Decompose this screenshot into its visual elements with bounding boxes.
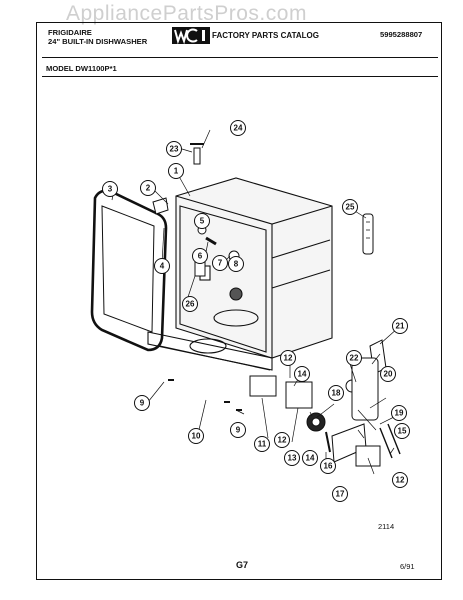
callout-label: 17 xyxy=(336,490,345,499)
callout-label: 20 xyxy=(384,370,393,379)
exploded-parts-diagram: 1 2 3 4 5 6 7 8 9 9 10 11 12 12 xyxy=(90,120,410,502)
callout-label: 26 xyxy=(186,300,195,309)
brand-name: FRIGIDAIRE xyxy=(48,28,92,37)
catalog-title: FACTORY PARTS CATALOG xyxy=(212,31,319,40)
callout-label: 10 xyxy=(192,432,201,441)
callout-label: 12 xyxy=(278,436,287,445)
callout-label: 3 xyxy=(108,185,113,194)
callout-label: 13 xyxy=(288,454,297,463)
door-gasket xyxy=(90,189,168,352)
callout-label: 21 xyxy=(396,322,405,331)
header-rule-top xyxy=(42,57,438,58)
page-border xyxy=(36,22,442,580)
callout-labels: 1 2 3 4 5 6 7 8 9 9 10 11 12 12 xyxy=(102,120,410,502)
catalog-date: 6/91 xyxy=(400,562,415,571)
kick-plate xyxy=(147,331,273,371)
callout-label: 15 xyxy=(398,427,407,436)
callout-label: 22 xyxy=(350,354,359,363)
callout-label: 16 xyxy=(324,462,333,471)
callout-label: 25 xyxy=(346,203,355,212)
wci-logo-icon xyxy=(172,27,210,44)
callout-label: 12 xyxy=(284,354,293,363)
callout-label: 9 xyxy=(236,426,241,435)
callout-label: 9 xyxy=(140,399,145,408)
callout-label: 2 xyxy=(146,184,151,193)
callout-label: 11 xyxy=(258,440,267,449)
callout-label: 8 xyxy=(234,260,239,269)
callout-label: 1 xyxy=(174,167,179,176)
callout-label: 14 xyxy=(306,454,315,463)
product-description: 24" BUILT-IN DISHWASHER xyxy=(48,37,148,46)
callout-label: 19 xyxy=(395,409,404,418)
small-parts xyxy=(152,143,401,467)
page-code: G7 xyxy=(236,560,249,570)
model-label: MODEL DW1100P*1 xyxy=(46,64,117,73)
callout-label: 5 xyxy=(200,217,205,226)
callout-label: 7 xyxy=(218,259,223,268)
figure-number: 2114 xyxy=(378,522,395,531)
callout-label: 24 xyxy=(234,124,243,133)
header-rule-bottom xyxy=(42,76,438,77)
callout-label: 6 xyxy=(198,252,203,261)
catalog-part-number: 5995288807 xyxy=(380,30,423,39)
callout-label: 4 xyxy=(160,262,165,271)
callout-label: 23 xyxy=(170,145,179,154)
callout-label: 18 xyxy=(332,389,341,398)
callout-label: 12 xyxy=(396,476,405,485)
callout-label: 14 xyxy=(298,370,307,379)
